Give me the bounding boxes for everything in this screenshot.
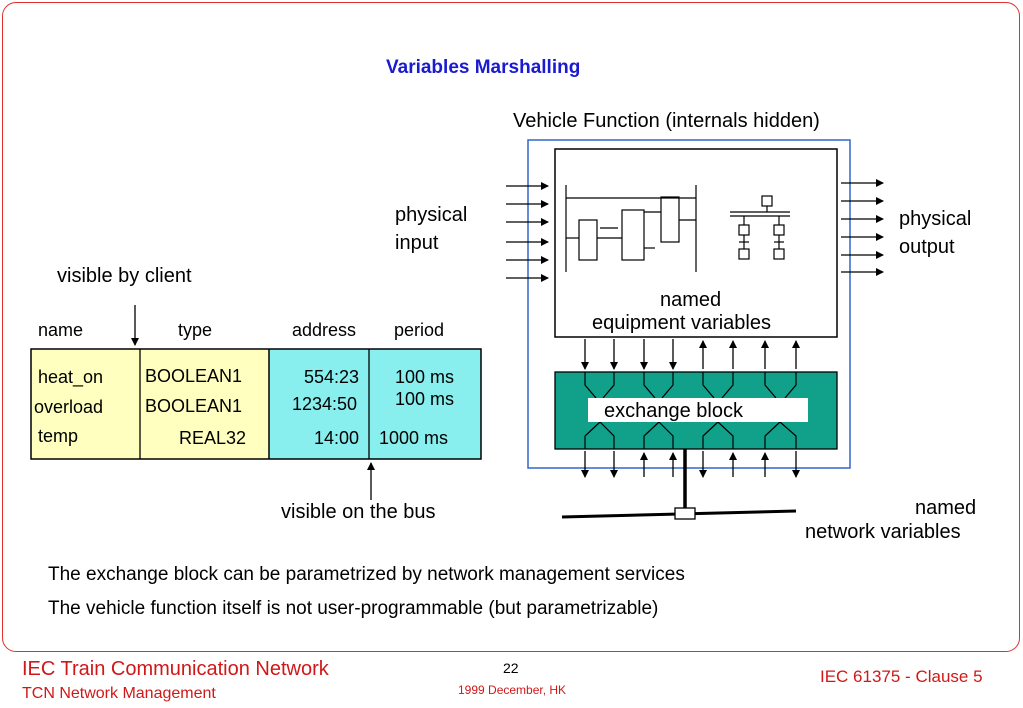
table-cell-address: 1234:50 (292, 394, 358, 414)
note-1: The exchange block can be parametrized b… (48, 564, 685, 585)
table-cell-period: 1000 ms (379, 428, 449, 448)
footer-clause: IEC 61375 - Clause 5 (820, 667, 983, 686)
network-variable-arrows (581, 451, 800, 478)
physical-input-label-1: physical (395, 204, 468, 226)
table-border (30, 348, 482, 460)
vehicle-function-box (527, 139, 851, 469)
table-cell-type: BOOLEAN1 (145, 366, 243, 386)
footer-date: 1999 December, HK (458, 683, 567, 697)
table-header-address: address (292, 320, 357, 340)
named-network-label-1: named (915, 497, 977, 519)
slide-frame (2, 2, 1020, 652)
table-cell-name: temp (38, 426, 79, 446)
physical-output-label-2: output (899, 236, 955, 258)
note-2: The vehicle function itself is not user-… (48, 598, 659, 619)
footer-title: IEC Train Communication Network (22, 658, 329, 680)
table-header-name: name (38, 320, 84, 340)
ladder-diagram-icon (565, 185, 697, 272)
physical-output-arrows (841, 179, 884, 276)
named-equipment-label-2: equipment variables (592, 312, 771, 334)
named-network-label-2: network variables (805, 521, 961, 543)
visible-by-client-label: visible by client (57, 265, 192, 287)
named-equipment-label-1: named (660, 289, 722, 311)
table-cell-type: REAL32 (179, 428, 247, 448)
visible-on-bus-label: visible on the bus (281, 501, 436, 523)
physical-input-arrows (506, 182, 549, 282)
footer-subtitle: TCN Network Management (22, 685, 216, 702)
function-chart-icon (730, 195, 790, 260)
table-cell-address: 14:00 (314, 428, 360, 448)
slide-title: Variables Marshalling (386, 57, 581, 78)
bus-connector (674, 507, 696, 520)
table-cell-period: 100 ms (395, 367, 455, 387)
client-side-table (31, 349, 269, 459)
table-header-type: type (178, 320, 213, 340)
table-cell-name: overload (34, 397, 104, 417)
physical-output-label-1: physical (899, 208, 972, 230)
table-cell-name: heat_on (38, 367, 104, 387)
table-header-period: period (394, 320, 445, 340)
bus-side-table (269, 349, 481, 459)
physical-input-label-2: input (395, 232, 439, 254)
exchange-block-routing (584, 372, 797, 449)
table-cell-type: BOOLEAN1 (145, 396, 243, 416)
exchange-block-label-bg (588, 398, 808, 422)
vehicle-function-label: Vehicle Function (internals hidden) (513, 110, 820, 132)
exchange-block-label: exchange block (604, 400, 743, 422)
page-number: 22 (503, 660, 519, 676)
table-cell-period: 100 ms (395, 389, 455, 409)
table-cell-address: 554:23 (304, 367, 360, 387)
equipment-variable-arrows (581, 339, 800, 370)
